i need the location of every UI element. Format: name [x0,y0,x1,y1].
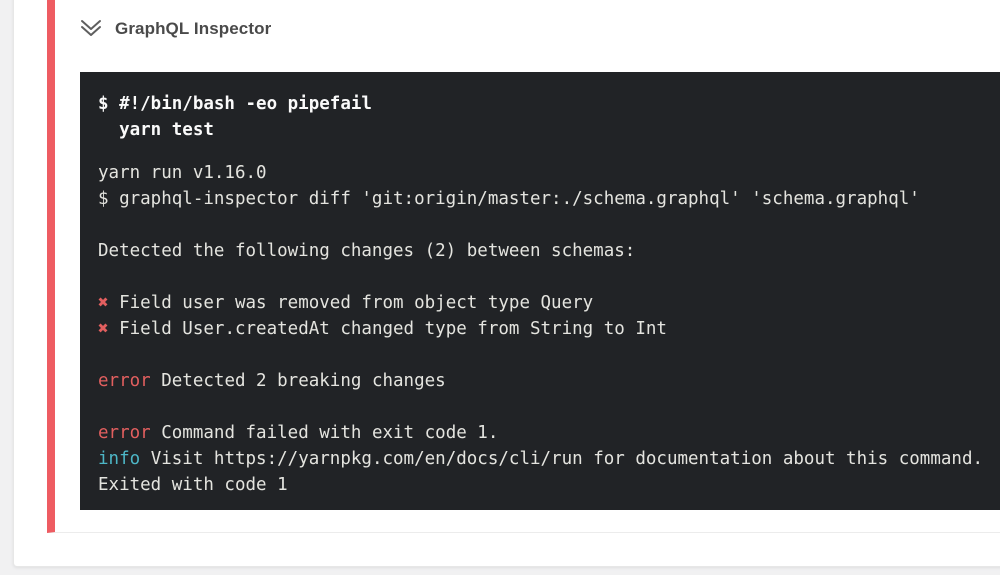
terminal-line: error Detected 2 breaking changes [98,371,446,391]
terminal-line: yarn run v1.16.0 [98,163,267,183]
info-marker: info [98,449,141,469]
terminal-line [98,264,1000,290]
terminal-line [98,342,1000,368]
terminal-line: ✖ Field user was removed from object typ… [98,293,594,313]
terminal-line [98,212,1000,238]
error-marker: ✖ [98,319,109,339]
terminal-line: Detected the following changes (2) betwe… [98,241,636,261]
terminal-line [98,394,1000,420]
terminal-command-block: $ #!/bin/bash -eo pipefail yarn test [98,91,1000,143]
terminal-output: $ #!/bin/bash -eo pipefail yarn test yar… [80,72,1000,510]
terminal-line: info Visit https://yarnpkg.com/en/docs/c… [98,449,984,469]
terminal-line: $ graphql-inspector diff 'git:origin/mas… [98,189,920,209]
terminal-output-block: yarn run v1.16.0 $ graphql-inspector diff… [98,160,1000,498]
step-header-row[interactable]: GraphQL Inspector [55,0,1000,40]
terminal-line: error Command failed with exit code 1. [98,423,499,443]
terminal-line: ✖ Field User.createdAt changed type from… [98,319,667,339]
job-output-card: GraphQL Inspector $ #!/bin/bash -eo pipe… [13,0,1000,567]
step-card-failed: GraphQL Inspector $ #!/bin/bash -eo pipe… [47,0,1000,533]
collapse-chevron-icon [81,20,101,36]
error-marker: error [98,423,151,443]
error-marker: ✖ [98,293,109,313]
step-title: GraphQL Inspector [115,19,272,38]
terminal-line: yarn test [98,120,214,140]
terminal-line: $ #!/bin/bash -eo pipefail [98,94,372,114]
terminal-line: Exited with code 1 [98,475,288,495]
error-marker: error [98,371,151,391]
